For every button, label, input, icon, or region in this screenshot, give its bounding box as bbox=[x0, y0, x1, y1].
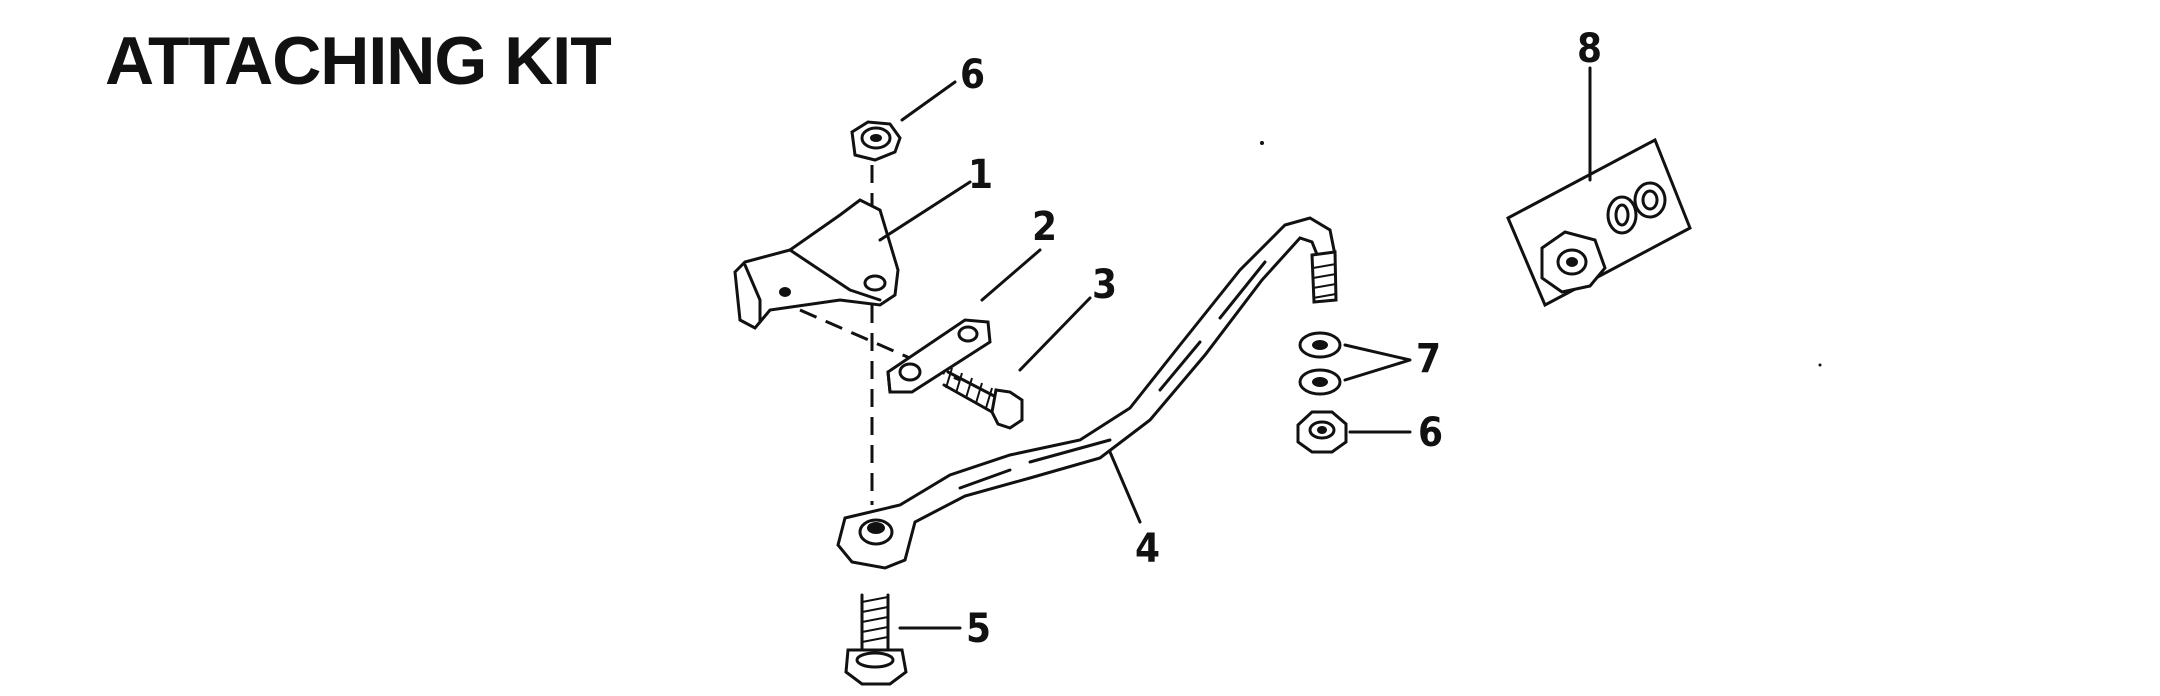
speck bbox=[1260, 141, 1264, 145]
part-1-bracket bbox=[733, 198, 900, 330]
callout-7: 7 bbox=[1416, 336, 1441, 382]
callout-8: 8 bbox=[1577, 26, 1602, 72]
callout-6-top: 6 bbox=[960, 52, 985, 98]
part-6-top-nut bbox=[850, 120, 902, 162]
leader-4 bbox=[1108, 450, 1142, 524]
part-3-bolt bbox=[942, 367, 1024, 430]
leader-7 bbox=[1343, 343, 1412, 382]
leader-6-top bbox=[900, 80, 957, 122]
part-2-plate bbox=[886, 318, 992, 394]
callout-1: 1 bbox=[968, 152, 993, 198]
callout-5: 5 bbox=[966, 606, 991, 652]
part-5-screw bbox=[844, 593, 908, 686]
part-8-kit-box bbox=[1506, 137, 1692, 308]
callout-4: 4 bbox=[1135, 526, 1160, 572]
part-6-right-nut bbox=[1296, 410, 1348, 454]
speck bbox=[1818, 363, 1822, 367]
diagram-title: ATTACHING KIT bbox=[105, 23, 612, 99]
part-7-washers bbox=[1298, 331, 1342, 396]
callout-6-right: 6 bbox=[1418, 410, 1443, 456]
callout-2: 2 bbox=[1032, 204, 1057, 250]
leader-1 bbox=[878, 180, 972, 242]
callout-3: 3 bbox=[1092, 262, 1117, 308]
part-4-link-rod bbox=[836, 216, 1338, 570]
leader-2 bbox=[980, 248, 1042, 302]
leader-3 bbox=[1018, 296, 1092, 372]
